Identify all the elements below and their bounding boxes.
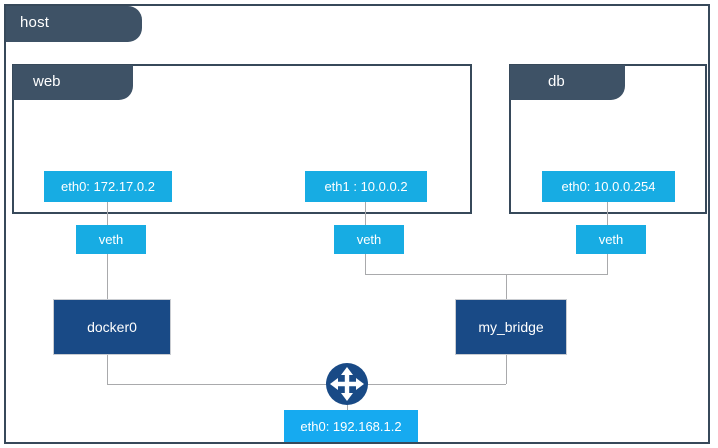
interface-web-eth1[interactable]: eth1 : 10.0.0.2 (305, 171, 427, 202)
namespace-web-tab: web (13, 65, 133, 100)
connector-my-bridge-drop (506, 355, 507, 384)
veth-db-eth0[interactable]: veth (576, 225, 646, 254)
interface-host-eth0[interactable]: eth0: 192.168.1.2 (284, 410, 418, 442)
connector-bus-to-my-bridge (506, 274, 507, 300)
veth-web-eth0-label: veth (98, 232, 124, 247)
router-arrows-icon[interactable] (324, 361, 370, 407)
connector-veth-eth1-drop (365, 253, 366, 274)
veth-web-eth0[interactable]: veth (76, 225, 146, 254)
interface-web-eth1-label: eth1 : 10.0.0.2 (324, 179, 408, 194)
bridge-docker0[interactable]: docker0 (53, 299, 171, 355)
namespace-db-label: db (548, 73, 565, 90)
connector-veth-to-docker0 (107, 253, 108, 300)
interface-web-eth0-label: eth0: 172.17.0.2 (61, 179, 155, 194)
connector-db-eth0-to-veth (607, 202, 608, 232)
veth-db-eth0-label: veth (598, 232, 624, 247)
bridge-docker0-label: docker0 (87, 319, 137, 335)
namespace-db-tab: db (510, 65, 625, 100)
interface-web-eth0[interactable]: eth0: 172.17.0.2 (44, 171, 172, 202)
host-container: web db eth0: 172.17.0.2 (4, 4, 710, 444)
veth-web-eth1-label: veth (356, 232, 382, 247)
connector-docker0-drop (107, 355, 108, 384)
connector-bottom-bus (107, 384, 506, 385)
bridge-my-bridge-label: my_bridge (478, 319, 544, 335)
connector-web-eth0-to-veth (107, 202, 108, 232)
interface-db-eth0-label: eth0: 10.0.0.254 (561, 179, 656, 194)
interface-host-eth0-label: eth0: 192.168.1.2 (300, 418, 402, 434)
namespace-web-label: web (33, 73, 61, 90)
connector-veth-db-drop (607, 253, 608, 274)
interface-db-eth0[interactable]: eth0: 10.0.0.254 (542, 171, 675, 202)
veth-web-eth1[interactable]: veth (334, 225, 404, 254)
bridge-my-bridge[interactable]: my_bridge (455, 299, 567, 355)
host-label: host (20, 14, 50, 31)
connector-veth-bus (365, 274, 608, 275)
connector-web-eth1-to-veth (365, 202, 366, 232)
host-tab: host (6, 6, 142, 42)
